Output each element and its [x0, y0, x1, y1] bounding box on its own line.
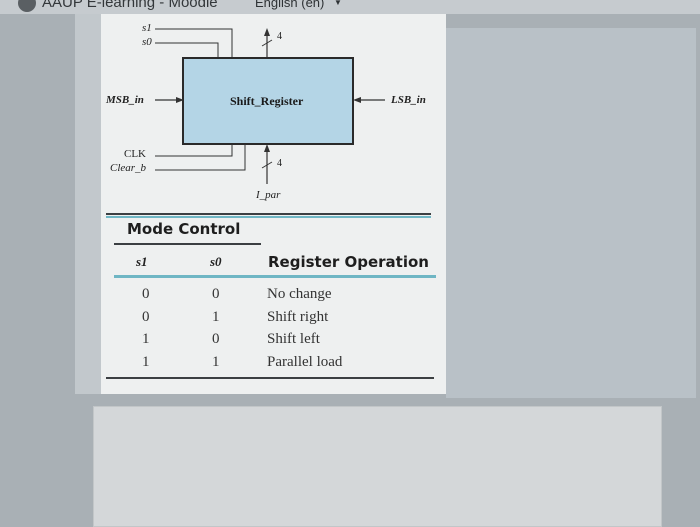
msb-in-label: MSB_in — [106, 94, 144, 106]
s0-label: s0 — [142, 36, 152, 48]
output-bus-arrow — [264, 28, 270, 36]
row1-s0: 0 — [212, 286, 220, 302]
site-title[interactable]: AAUP E-learning - Moodle — [42, 0, 218, 11]
input-bus-slash — [261, 161, 273, 169]
operation-column-header: Register Operation — [268, 253, 429, 271]
row3-operation: Shift left — [267, 331, 320, 347]
right-panel — [446, 28, 696, 398]
s0-column-header: s0 — [210, 254, 222, 269]
clear-label: Clear_b — [110, 162, 147, 174]
row1-operation: No change — [267, 286, 332, 302]
row4-s0: 1 — [212, 354, 220, 370]
table-top-accent — [106, 216, 431, 218]
i-par-label: I_par — [256, 189, 281, 201]
header-underline — [114, 275, 436, 278]
top-bar: AAUP E-learning - Moodle English (en) ▼ — [0, 0, 700, 14]
table-top-rule — [106, 213, 431, 215]
lsb-in-label: LSB_in — [391, 94, 426, 106]
mode-control-underline — [114, 243, 261, 245]
output-bus-slash — [261, 39, 273, 47]
row2-s1: 0 — [142, 309, 150, 325]
row3-s1: 1 — [142, 331, 150, 347]
row2-s0: 1 — [212, 309, 220, 325]
s1-wire — [155, 28, 233, 58]
moodle-logo-icon[interactable] — [18, 0, 36, 12]
s1-label: s1 — [142, 22, 152, 34]
row4-operation: Parallel load — [267, 354, 343, 370]
language-menu[interactable]: English (en) — [255, 0, 325, 10]
clk-label: CLK — [124, 148, 146, 160]
table-bottom-rule — [106, 377, 434, 379]
clear-wire — [155, 144, 246, 171]
output-bus-width: 4 — [277, 31, 282, 42]
page-left-strip — [75, 14, 103, 394]
clk-wire — [155, 144, 233, 157]
chevron-down-icon[interactable]: ▼ — [334, 0, 342, 7]
input-bus-width: 4 — [277, 158, 282, 169]
msb-in-arrow — [176, 97, 184, 103]
register-name: Shift_Register — [230, 94, 304, 108]
row3-s0: 0 — [212, 331, 220, 347]
row4-s1: 1 — [142, 354, 150, 370]
input-bus-arrow — [264, 144, 270, 152]
row1-s1: 0 — [142, 286, 150, 302]
mode-control-title: Mode Control — [127, 220, 241, 238]
answer-text-area[interactable] — [93, 406, 662, 527]
lsb-in-arrow — [353, 97, 361, 103]
shift-register-box — [182, 57, 354, 145]
s1-column-header: s1 — [136, 254, 148, 269]
row2-operation: Shift right — [267, 309, 329, 325]
s0-wire — [155, 42, 219, 58]
